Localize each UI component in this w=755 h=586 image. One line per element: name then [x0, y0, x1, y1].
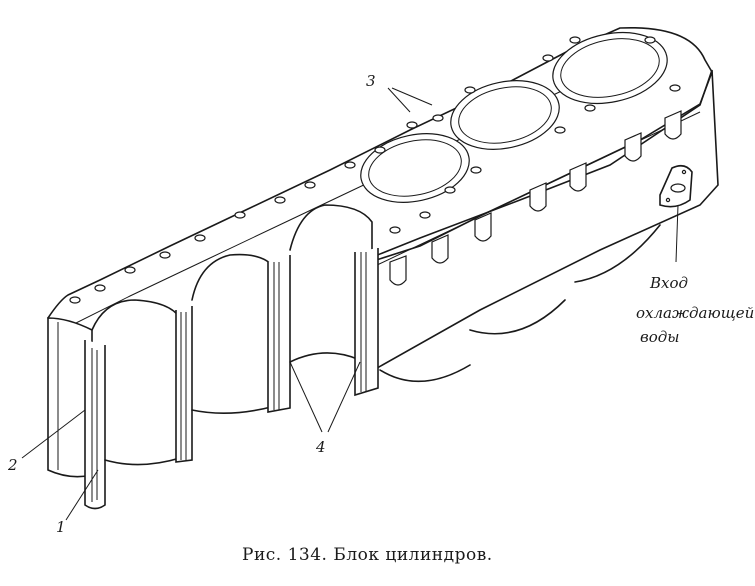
- bore-6: [552, 32, 668, 104]
- label-4: 4: [315, 438, 326, 456]
- label-3: 3: [366, 72, 376, 90]
- cut-cylinder-3-right-wall: [354, 248, 379, 397]
- side-bosses: [389, 110, 682, 286]
- label-2: 2: [7, 456, 18, 474]
- inlet-label-line3: воды: [640, 328, 680, 346]
- inlet-label-line2: охлаждающей: [636, 304, 754, 322]
- liner-bottom-bulges: [379, 224, 661, 383]
- leader-lines: [21, 87, 679, 521]
- cut-cylinder-1: [47, 299, 181, 510]
- cut-cylinder-3: [267, 204, 373, 413]
- figure-caption: Рис. 134. Блок цилиндров.: [242, 545, 493, 565]
- bore-5: [450, 80, 560, 150]
- cylinder-bores: [360, 32, 668, 203]
- cut-cylinder-2: [175, 253, 276, 463]
- bore-4: [360, 133, 470, 203]
- label-1: 1: [56, 518, 66, 536]
- inlet-label-line1: Вход: [649, 274, 688, 292]
- deck-coolant-holes: [69, 36, 681, 304]
- water-inlet-flange: [659, 164, 693, 208]
